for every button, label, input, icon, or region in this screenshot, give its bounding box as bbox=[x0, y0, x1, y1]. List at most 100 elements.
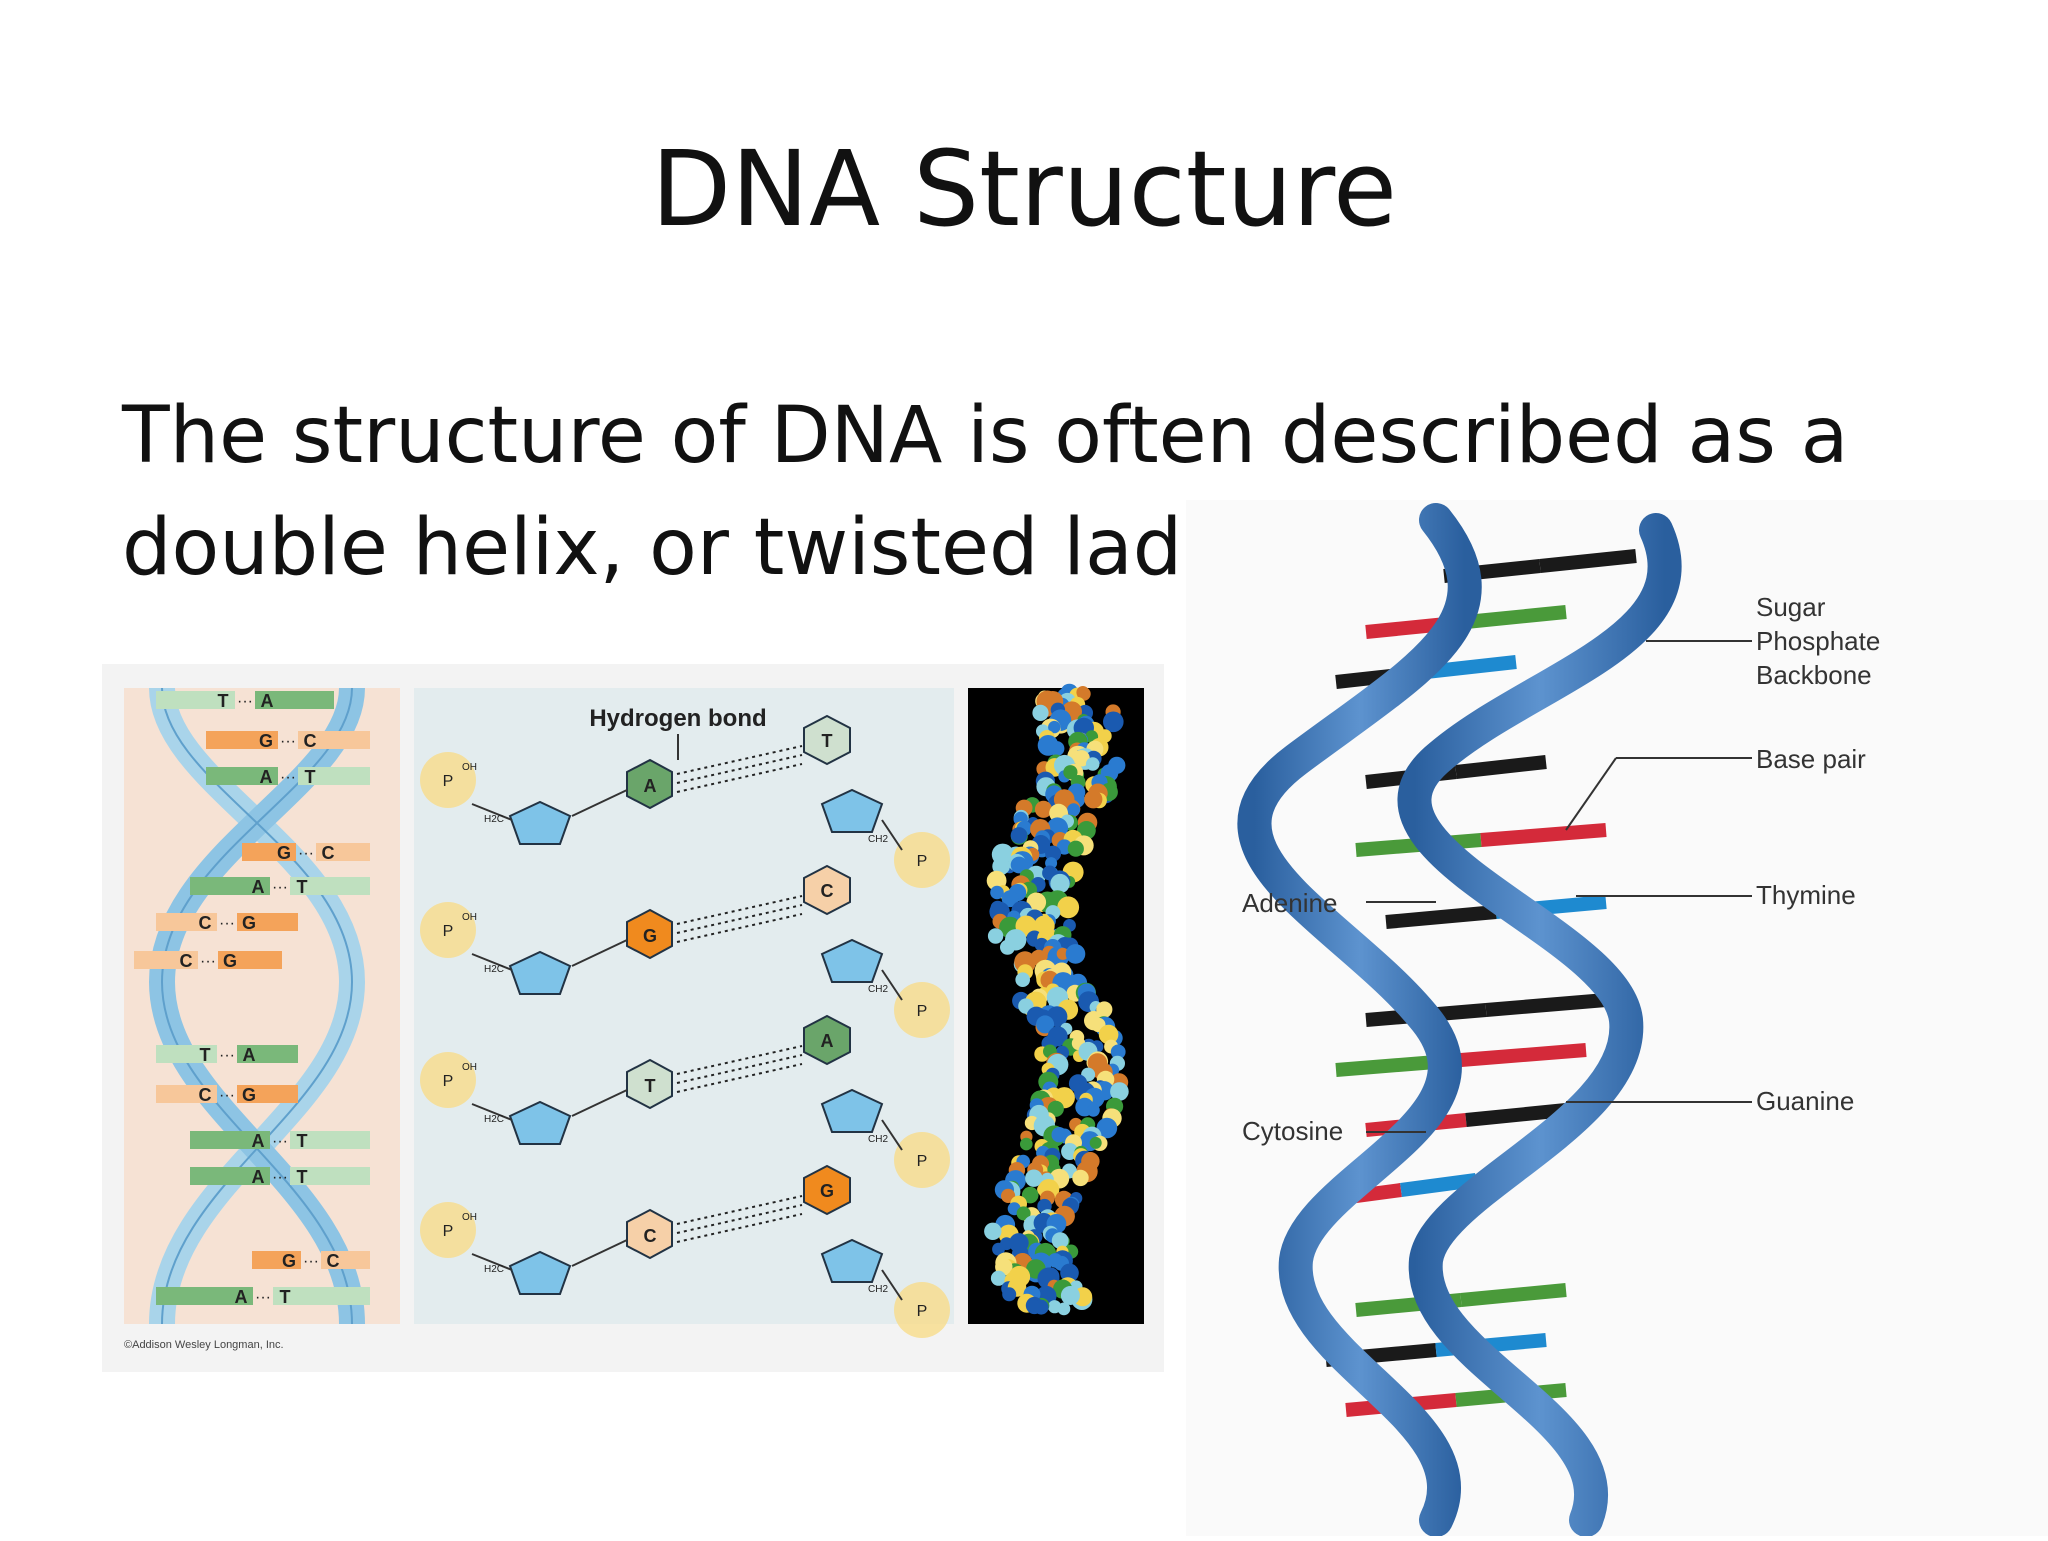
ladder-base-right: T bbox=[305, 767, 316, 787]
ladder-rung: G···C bbox=[206, 731, 370, 751]
atom-sphere bbox=[1010, 856, 1028, 874]
chem-base-left: T bbox=[645, 1076, 656, 1096]
atom-sphere bbox=[990, 885, 1004, 900]
atom-sphere bbox=[1049, 741, 1065, 757]
h2c-label: H2C bbox=[484, 1264, 504, 1275]
atom-sphere bbox=[987, 928, 1004, 944]
h2c-label: H2C bbox=[484, 1114, 504, 1125]
atom-sphere bbox=[1015, 972, 1030, 987]
ladder-base-left: A bbox=[252, 1167, 265, 1187]
ladder-base-left: G bbox=[277, 843, 291, 863]
right-figure-svg: Sugar Phosphate Backbone Base pair Thymi… bbox=[1186, 500, 2048, 1537]
chem-base-right: T bbox=[822, 731, 833, 751]
ladder-bond-dots: ··· bbox=[280, 733, 296, 750]
ladder-base-right: T bbox=[280, 1287, 291, 1307]
atom-sphere bbox=[1010, 827, 1028, 844]
ladder-bond-dots: ··· bbox=[219, 1087, 235, 1104]
right-figure: Sugar Phosphate Backbone Base pair Thymi… bbox=[1186, 500, 2048, 1537]
atom-sphere bbox=[1067, 803, 1081, 817]
slide-body: The structure of DNA is often described … bbox=[122, 380, 1882, 604]
chem-base-left: G bbox=[643, 926, 657, 946]
ladder-rung: A···T bbox=[156, 1287, 370, 1307]
ladder-base-left: C bbox=[199, 1085, 212, 1105]
chem-panel-bg bbox=[414, 688, 954, 1324]
oh-label: OH bbox=[462, 1062, 477, 1073]
ladder-base-right: C bbox=[322, 843, 335, 863]
atom-sphere bbox=[1063, 765, 1078, 780]
atom-sphere bbox=[1034, 800, 1053, 818]
left-figure-svg: T···AG···CA···TG···CA···TC···GC···GT···A… bbox=[102, 664, 1164, 1372]
atom-sphere bbox=[1001, 890, 1019, 908]
atom-sphere bbox=[1026, 892, 1047, 913]
ladder-bond-dots: ··· bbox=[272, 1133, 288, 1150]
ladder-rungs: T···AG···CA···TG···CA···TC···GC···GT···A… bbox=[134, 691, 370, 1307]
ladder-base-right: C bbox=[327, 1251, 340, 1271]
ladder-base-left: A bbox=[252, 877, 265, 897]
ladder-base-right: G bbox=[242, 913, 256, 933]
atom-sphere bbox=[1077, 821, 1096, 840]
label-guanine: Guanine bbox=[1756, 1086, 1854, 1116]
ladder-bond-dots: ··· bbox=[272, 1169, 288, 1186]
phosphate-label: P bbox=[443, 923, 454, 940]
ch2-label: CH2 bbox=[868, 984, 888, 995]
chem-base-right: C bbox=[821, 881, 834, 901]
ladder-base-right: G bbox=[242, 1085, 256, 1105]
ladder-rung: C···G bbox=[134, 951, 282, 971]
atom-sphere bbox=[1002, 1287, 1017, 1302]
chem-rows: PPATOHH2CCH2PPGCOHH2CCH2PPTAOHH2CCH2PPCG… bbox=[420, 714, 950, 1338]
ch2-label: CH2 bbox=[868, 1284, 888, 1295]
chem-base-right: G bbox=[820, 1181, 834, 1201]
atom-sphere bbox=[1036, 1015, 1055, 1034]
atom-sphere bbox=[990, 1270, 1007, 1286]
ladder-rung: A···T bbox=[190, 1167, 370, 1187]
ladder-rung: G ··· C bbox=[242, 843, 370, 863]
ladder-bond-dots: ··· bbox=[219, 915, 235, 932]
atom-sphere bbox=[1073, 750, 1090, 767]
helix-labels: Sugar Phosphate Backbone Base pair Thymi… bbox=[1242, 592, 1880, 1146]
label-sugar-3: Backbone bbox=[1756, 660, 1872, 690]
atom-sphere bbox=[1077, 687, 1091, 701]
atom-sphere bbox=[1047, 1253, 1063, 1268]
atom-sphere bbox=[1110, 1044, 1126, 1060]
atom-sphere bbox=[1032, 704, 1049, 721]
label-adenine: Adenine bbox=[1242, 888, 1337, 918]
body-line-2: double helix, or twisted ladder. bbox=[122, 503, 1330, 593]
ladder-base-right: T bbox=[297, 877, 308, 897]
chem-base-left: A bbox=[644, 776, 657, 796]
slide-title: DNA Structure bbox=[651, 128, 1397, 250]
h2c-label: H2C bbox=[484, 964, 504, 975]
label-sugar-1: Sugar bbox=[1756, 592, 1826, 622]
atom-sphere bbox=[1056, 947, 1069, 960]
atom-sphere bbox=[1087, 1103, 1100, 1117]
ladder-bond-dots: ··· bbox=[298, 845, 314, 862]
atom-sphere bbox=[1072, 1169, 1089, 1187]
ladder-bond-dots: ··· bbox=[255, 1289, 271, 1306]
ladder-bond-dots: ··· bbox=[303, 1253, 319, 1270]
phosphate-label: P bbox=[917, 1303, 928, 1320]
atom-sphere bbox=[1098, 1024, 1119, 1045]
atom-sphere bbox=[1084, 790, 1103, 809]
ladder-rung: T···A bbox=[156, 1045, 298, 1065]
atom-sphere bbox=[1110, 1082, 1129, 1101]
atom-sphere bbox=[1050, 873, 1070, 894]
ladder-base-left: A bbox=[252, 1131, 265, 1151]
atom-sphere bbox=[1060, 1263, 1079, 1283]
body-line-1: The structure of DNA is often described … bbox=[122, 391, 1849, 481]
phosphate-label: P bbox=[443, 1223, 454, 1240]
atom-sphere bbox=[1051, 1127, 1067, 1143]
ladder-base-left: G bbox=[282, 1251, 296, 1271]
ladder-rung: C ··· G bbox=[156, 1085, 298, 1105]
ladder-rung: T···A bbox=[156, 691, 334, 711]
label-sugar-2: Phosphate bbox=[1756, 626, 1880, 656]
label-cytosine: Cytosine bbox=[1242, 1116, 1343, 1146]
ladder-base-left: T bbox=[200, 1045, 211, 1065]
phosphate-label: P bbox=[917, 853, 928, 870]
atom-sphere bbox=[1033, 1299, 1049, 1315]
ladder-rung: A···T bbox=[190, 1131, 370, 1151]
label-thymine: Thymine bbox=[1756, 880, 1856, 910]
atom-sphere bbox=[1067, 840, 1084, 857]
ladder-base-right: C bbox=[304, 731, 317, 751]
